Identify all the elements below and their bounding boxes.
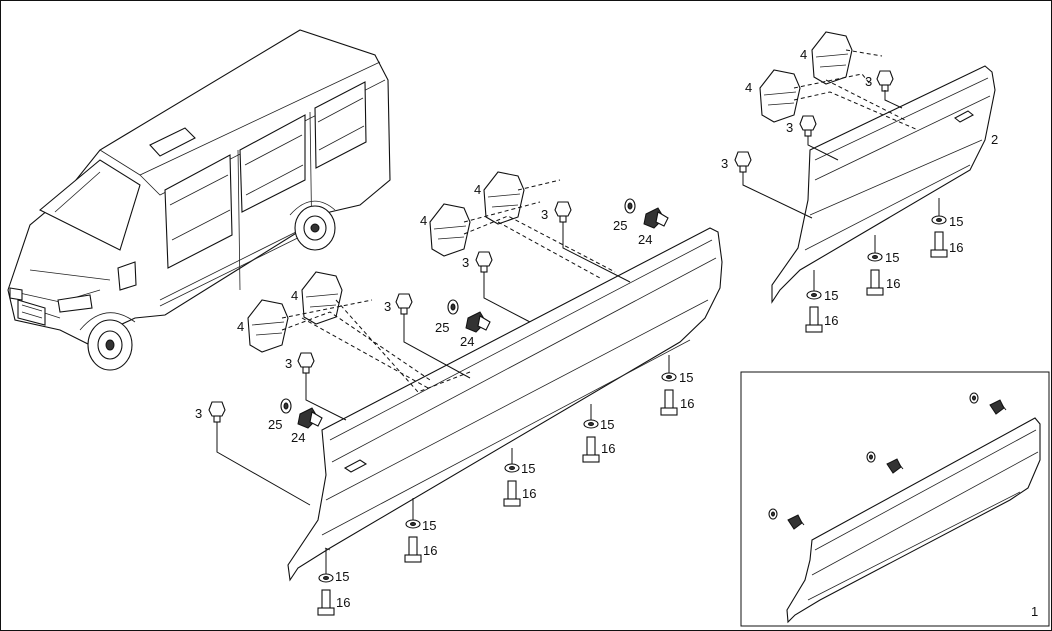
callout-24: 24 — [460, 334, 474, 349]
callout-15: 15 — [885, 250, 899, 265]
callout-4: 4 — [800, 47, 807, 62]
callout-3: 3 — [541, 207, 548, 222]
callout-25: 25 — [435, 320, 449, 335]
callout-15: 15 — [422, 518, 436, 533]
callout-4: 4 — [420, 213, 427, 228]
callout-1: 1 — [1031, 604, 1038, 619]
callout-labels: 1 2 3 3 3 3 3 3 3 3 4 4 4 4 4 4 15 15 15… — [195, 47, 1038, 619]
callout-3: 3 — [462, 255, 469, 270]
callout-3: 3 — [195, 406, 202, 421]
callout-15: 15 — [949, 214, 963, 229]
washers-bolts — [317, 215, 948, 616]
callout-24: 24 — [291, 430, 305, 445]
callout-16: 16 — [949, 240, 963, 255]
mounting-clips — [247, 31, 853, 353]
callout-25: 25 — [268, 417, 282, 432]
callout-16: 16 — [423, 543, 437, 558]
callout-4: 4 — [291, 288, 298, 303]
callout-15: 15 — [600, 417, 614, 432]
callout-16: 16 — [336, 595, 350, 610]
callout-16: 16 — [680, 396, 694, 411]
callout-3: 3 — [721, 156, 728, 171]
callout-3: 3 — [786, 120, 793, 135]
callout-25: 25 — [613, 218, 627, 233]
callout-3: 3 — [865, 74, 872, 89]
inset-assembly — [740, 371, 1050, 627]
callout-15: 15 — [679, 370, 693, 385]
callout-3: 3 — [384, 299, 391, 314]
callout-15: 15 — [335, 569, 349, 584]
callout-16: 16 — [601, 441, 615, 456]
callout-2: 2 — [991, 132, 998, 147]
callout-4: 4 — [745, 80, 752, 95]
callout-15: 15 — [824, 288, 838, 303]
nuts-washers — [280, 198, 669, 429]
callout-16: 16 — [886, 276, 900, 291]
callout-4: 4 — [474, 182, 481, 197]
leader-lines — [216, 49, 940, 574]
callout-16: 16 — [824, 313, 838, 328]
long-sill-panel — [287, 227, 723, 582]
short-sill-panel — [771, 65, 996, 304]
van-illustration — [7, 29, 391, 371]
callout-3: 3 — [285, 356, 292, 371]
callout-15: 15 — [521, 461, 535, 476]
callout-4: 4 — [237, 319, 244, 334]
callout-16: 16 — [522, 486, 536, 501]
callout-24: 24 — [638, 232, 652, 247]
